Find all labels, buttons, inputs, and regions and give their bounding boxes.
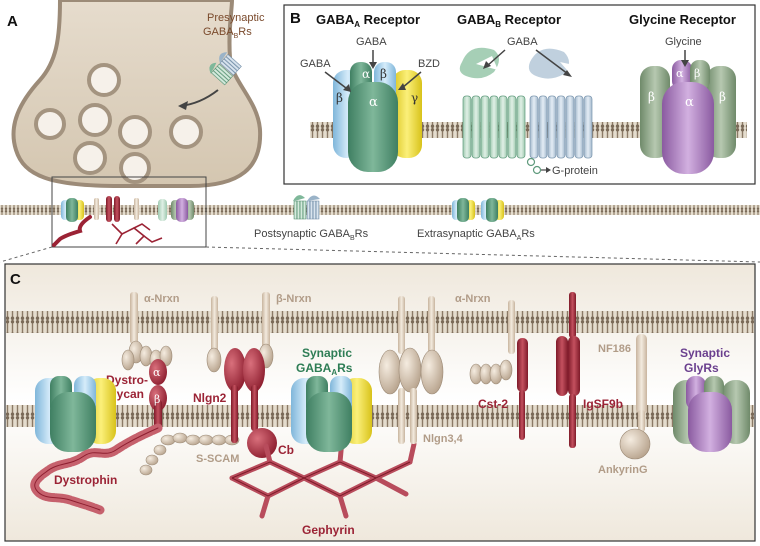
extrasynaptic-gabaa-label: Extrasynaptic GABAARs (417, 228, 535, 242)
zoom-box (51, 176, 207, 248)
panel-a-letter: A (7, 13, 18, 30)
collybistin (247, 428, 277, 458)
gabab-receptor-title: GABAB Receptor (457, 12, 561, 29)
alpha-nrxn-right (469, 300, 515, 385)
panel-b: B GABAA Receptor GABAB Receptor Glycine … (283, 4, 756, 185)
synaptic-gabaa-receptor-middle (291, 376, 372, 452)
postsynaptic-membrane-c (6, 405, 754, 427)
alpha-nrxn-left (121, 292, 173, 371)
presynaptic-gabab-label: GABABRs (203, 26, 252, 40)
postsynaptic-gabab-label: Postsynaptic GABABRs (254, 228, 369, 242)
mini-synaptic-cluster (52, 196, 194, 247)
nf186 (636, 334, 647, 432)
panel-c-letter: C (10, 271, 21, 288)
glyr-beta-left: β (648, 90, 655, 104)
synaptic-gabaa-receptor-left (35, 376, 116, 452)
presynaptic-label: Presynaptic (207, 12, 265, 24)
glycine-receptor-title: Glycine Receptor (629, 12, 736, 27)
gabaa-gaba-top-label: GABA (356, 36, 387, 48)
gabaa-bzd-label: BZD (418, 58, 440, 70)
gabab-gaba-label: GABA (507, 36, 538, 48)
cst-2 (517, 338, 528, 440)
gabaa-gaba-left-label: GABA (300, 58, 331, 70)
gabaa-alpha-small: α (362, 67, 370, 81)
beta-nrxn-label: β-Nrxn (276, 293, 312, 305)
gabaa-receptor-title: GABAA Receptor (316, 12, 420, 29)
alpha-nrxn-right-label: α-Nrxn (455, 293, 491, 305)
synaptic-glyrs-label-1: Synaptic (680, 346, 730, 360)
dystroglycan-label-1: Dystro- (106, 373, 148, 387)
ankyring (619, 428, 651, 460)
cst-2-label: Cst-2 (478, 397, 508, 411)
glyr-alpha-small: α (676, 67, 684, 80)
panel-b-letter: B (290, 10, 301, 27)
dystroglycan-beta: β (154, 393, 160, 406)
alpha-nrxn-label: α-Nrxn (144, 293, 180, 305)
dystrophin-label: Dystrophin (54, 473, 117, 487)
gabaa-gamma: γ (411, 91, 418, 105)
nlgn2-label: Nlgn2 (193, 391, 227, 405)
synaptic-gabaa-label-2: GABAARs (296, 361, 353, 377)
postsynaptic-membrane (0, 205, 760, 215)
synaptic-gabaa-label-1: Synaptic (302, 346, 352, 360)
synaptic-glyr (673, 376, 750, 452)
dystroglycan: α β (149, 359, 167, 428)
glyr-beta-right: β (719, 90, 726, 104)
gabab-receptor-large: GABA G-protein (459, 36, 598, 177)
gephyrin-label: Gephyrin (302, 523, 355, 537)
nlgn3-4-label: Nlgn3,4 (423, 433, 464, 445)
presynaptic-membrane-c (6, 311, 754, 333)
extrasynaptic-gabaa-receptor-2 (481, 198, 504, 222)
tan-adhesion-left (206, 296, 222, 373)
gabaa-beta-small: β (380, 67, 387, 81)
gabaa-beta: β (336, 91, 343, 105)
ankyring-label: AnkyrinG (598, 464, 648, 476)
panel-a: A Presynaptic GABABRs P (0, 0, 760, 263)
gabaa-receptor-large: α β β α γ GABA GABA BZD (300, 36, 440, 172)
igsf9b (556, 292, 580, 448)
igsf9b-label: IgSF9b (583, 397, 623, 411)
synaptic-glyrs-label-2: GlyRs (684, 361, 719, 375)
cb-label: Cb (278, 443, 294, 457)
dystroglycan-alpha: α (153, 366, 161, 379)
s-scam-label: S-SCAM (196, 453, 239, 465)
nlgn2 (224, 348, 265, 443)
glycine-receptor-large: α β β α β Glycine (640, 36, 736, 174)
glyr-beta-small: β (694, 67, 700, 80)
glycine-label: Glycine (665, 36, 702, 48)
panel-c: C α-Nrxn α β Dystro- glycan (4, 263, 756, 542)
nf186-label: NF186 (598, 343, 631, 355)
synaptic-vesicles (34, 63, 203, 184)
extrasynaptic-gabaa-receptor-1 (452, 198, 475, 222)
gabab-gprotein-label: G-protein (552, 165, 598, 177)
nlgn3-4 (378, 296, 444, 444)
glyr-alpha: α (685, 95, 694, 110)
s-scam (139, 432, 240, 476)
gabaa-alpha: α (369, 95, 378, 110)
dystrophin (30, 423, 163, 515)
